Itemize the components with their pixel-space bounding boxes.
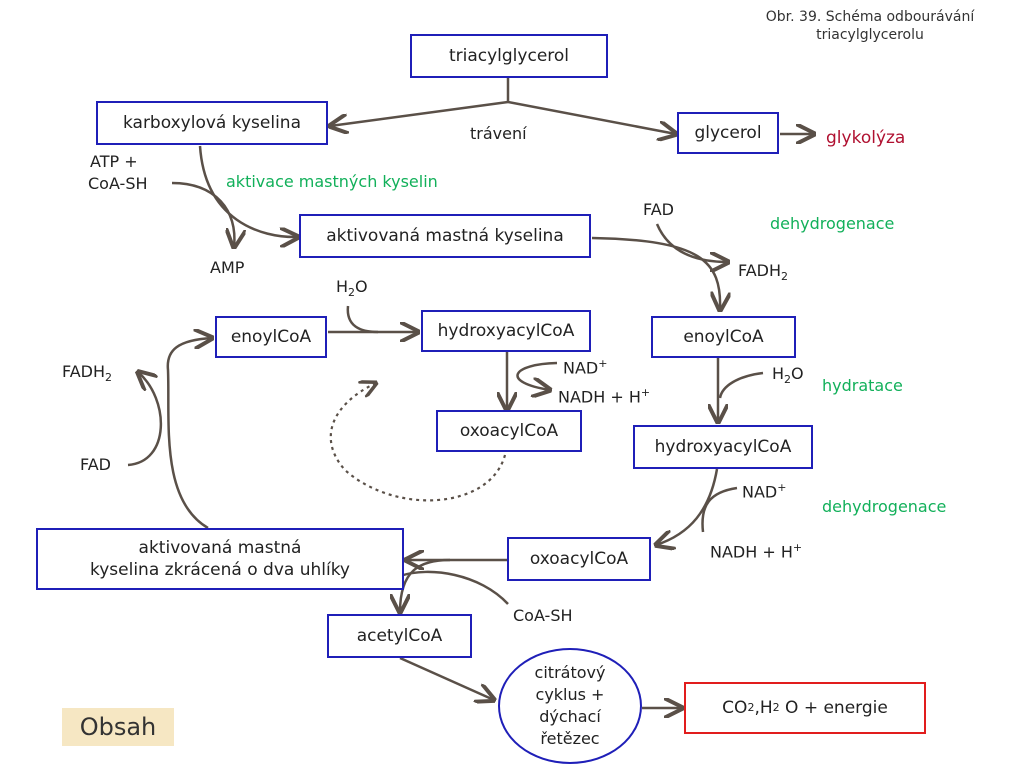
arrow-coash-bottom xyxy=(399,570,509,605)
caption-line-2: triacylglycerolu xyxy=(816,27,924,43)
arrow-to-acetylcoa xyxy=(400,558,451,612)
figure-caption: Obr. 39. Schéma odbourávání triacylglyce… xyxy=(730,8,1010,44)
arrow-aktivovana-to-enoyl-right xyxy=(591,236,720,310)
caption-line-1: Obr. 39. Schéma odbourávání xyxy=(765,9,975,25)
cycle-line-2: cyklus + xyxy=(535,685,605,704)
arrow-to-glycerol xyxy=(507,100,676,134)
label-h2o-mid: H2O xyxy=(336,277,368,300)
arrow-nad-to-nadh-right xyxy=(701,486,738,533)
label-h2o-right: H2O xyxy=(772,364,804,387)
box-enoylcoa-left: enoylCoA xyxy=(215,316,327,358)
arrow-fad-to-fadh2 xyxy=(655,223,728,262)
cycle-line-3: dýchací xyxy=(539,707,601,726)
label-fad-top: FAD xyxy=(643,200,674,219)
arrow-nad-to-nadh-mid xyxy=(516,361,558,390)
label-nad-mid: NAD+ xyxy=(563,357,608,378)
label-dehydrogenace-top: dehydrogenace xyxy=(770,214,895,233)
label-nadh-mid: NADH + H+ xyxy=(558,386,651,407)
arrow-h2o-right xyxy=(718,371,764,399)
label-nadh-right: NADH + H+ xyxy=(710,541,803,562)
shortened-line-1: aktivovaná mastná xyxy=(138,538,302,558)
arrow-to-karboxylova xyxy=(330,100,509,126)
box-triacylglycerol: triacylglycerol xyxy=(410,34,608,78)
box-oxoacylcoa-mid: oxoacylCoA xyxy=(436,410,582,452)
arrow-hydroxy-to-oxoacyl-right xyxy=(656,468,719,545)
label-dehydrogenace-bottom: dehydrogenace xyxy=(822,497,947,516)
box-enoylcoa-right: enoylCoA xyxy=(651,316,796,358)
label-fadh2-right: FADH2 xyxy=(738,261,789,284)
label-fadh2-left: FADH2 xyxy=(62,362,113,385)
label-aktivace: aktivace mastných kyselin xyxy=(226,172,438,191)
shortened-line-2: kyselina zkrácená o dva uhlíky xyxy=(89,560,350,580)
obsah-button[interactable]: Obsah xyxy=(62,708,174,746)
label-nad-right: NAD+ xyxy=(742,481,787,502)
arrow-h2o-mid xyxy=(346,305,379,334)
arrow-acetylcoa-to-cycle xyxy=(399,656,494,700)
box-oxoacylcoa-right: oxoacylCoA xyxy=(507,537,651,581)
label-atp: ATP + xyxy=(90,152,138,171)
arrow-shortened-to-enoyl-left xyxy=(166,338,212,530)
label-glykolyza: glykolýza xyxy=(826,128,906,148)
dotted-repeat-arrow xyxy=(329,383,507,502)
arrow-karboxylova-to-aktivovana xyxy=(198,145,298,237)
label-amp: AMP xyxy=(210,258,245,277)
box-karboxylova-kyselina: karboxylová kyselina xyxy=(96,101,328,145)
box-hydroxyacylcoa-right: hydroxyacylCoA xyxy=(633,425,813,469)
box-shortened-fatty-acid: aktivovaná mastná kyselina zkrácená o dv… xyxy=(36,528,404,590)
circle-citric-cycle: citrátový cyklus + dýchací řetězec xyxy=(498,648,642,764)
box-aktivovana-mastna-kyselina: aktivovaná mastná kyselina xyxy=(299,214,591,258)
label-coash-top: CoA-SH xyxy=(88,174,148,193)
box-acetylcoa: acetylCoA xyxy=(327,614,472,658)
arrow-atp-to-amp xyxy=(171,181,234,247)
box-hydroxyacylcoa-mid: hydroxyacylCoA xyxy=(421,310,591,352)
cycle-line-1: citrátový xyxy=(534,663,606,682)
label-hydratace: hydratace xyxy=(822,376,903,395)
box-glycerol: glycerol xyxy=(677,112,779,154)
cycle-line-4: řetězec xyxy=(540,729,600,748)
label-fad-left: FAD xyxy=(80,455,111,474)
label-traveni: trávení xyxy=(470,124,527,143)
arrow-fad-to-fadh2-left xyxy=(127,372,163,467)
label-coash-bottom: CoA-SH xyxy=(513,606,573,625)
